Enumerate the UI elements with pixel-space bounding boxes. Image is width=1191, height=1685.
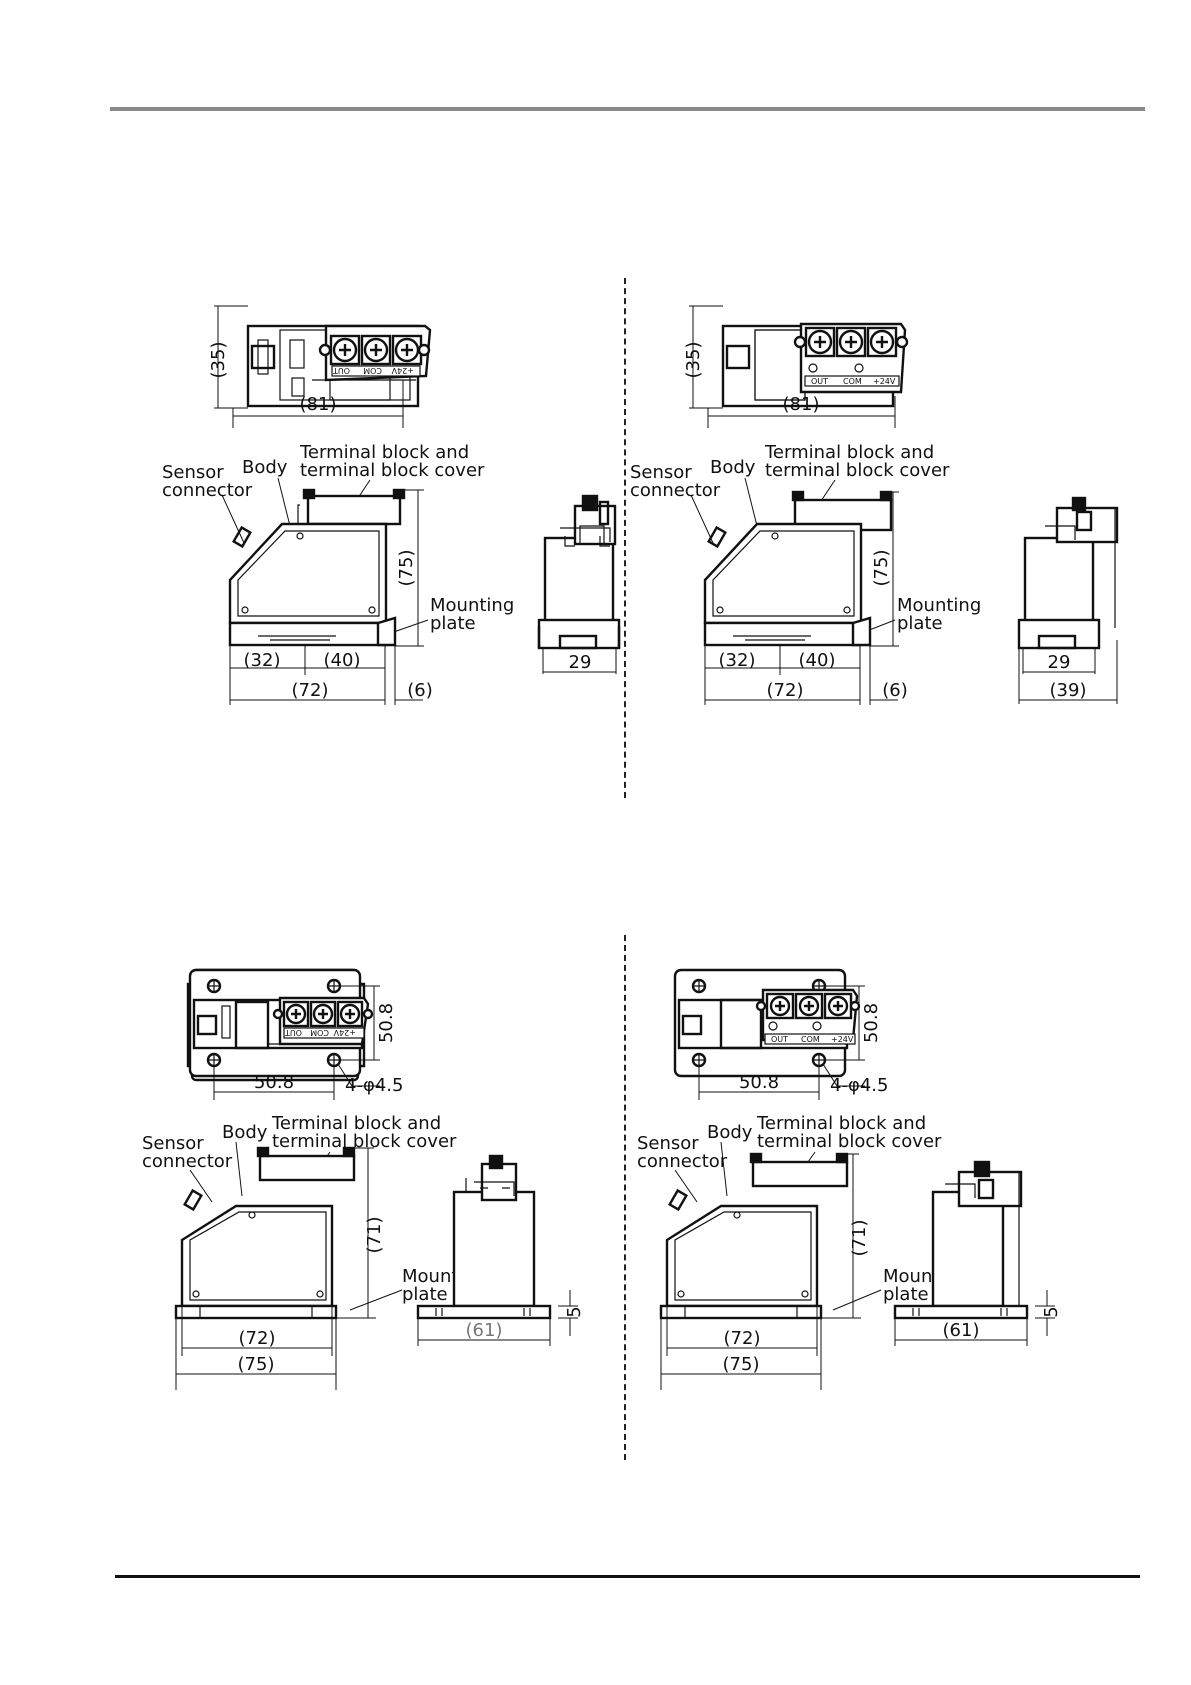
dim-side-plate: 5 [1041,1306,1062,1317]
dim-front-total: (75) [723,1354,760,1375]
side-view: 5 (61) [416,1154,585,1346]
label-terminal-1: Terminal block and [299,442,469,463]
header-rule [110,107,1145,111]
terminal-text-com: COM [843,377,862,386]
dim-top-height: (35) [208,342,229,379]
terminal-text-out: OUT [285,1028,302,1037]
label-terminal-2: terminal block cover [300,460,485,481]
label-body: Body [222,1122,268,1143]
dim-side-depth: 29 [1048,652,1071,673]
dim-front-right: (40) [799,650,836,671]
footer-rule [115,1575,1140,1578]
terminal-text-24v: +24V [831,1035,854,1044]
top-view: OUT COM +24V 50.8 50.8 4-φ4.5 [673,968,888,1100]
label-mounting: Mounting [897,595,981,616]
dim-front-height: (75) [396,550,417,587]
drawing-panel-mount-type-a: OUT COM +24V 50.8 50.8 4-φ4.5 Sensor con… [140,960,740,1520]
terminal-text-24v: +24V [333,1028,356,1037]
drawing-svg: OUT COM +24V (35) (81) Sensor connector … [162,305,621,705]
label-terminal-1: Terminal block and [271,1113,441,1134]
dim-top-holes: 4-φ4.5 [345,1075,403,1096]
terminal-text-out: OUT [771,1035,788,1044]
label-body: Body [707,1122,753,1143]
terminal-text-com: COM [801,1035,820,1044]
dim-front-left: (32) [719,650,756,671]
dim-front-right: (40) [324,650,361,671]
drawing-din-rail-type-b: OUT COM +24V (35) (81) Sensor connector … [625,300,1191,860]
terminal-text-out: OUT [811,377,828,386]
terminal-text-24v: +24V [873,377,896,386]
side-view: 29 [537,494,621,674]
dim-top-holes: 4-φ4.5 [830,1075,888,1096]
dim-side-plate: 5 [564,1306,585,1317]
label-connector: connector [630,480,721,501]
label-terminal-1: Terminal block and [756,1113,926,1134]
label-mounting: Mounting [430,595,514,616]
label-terminal-1: Terminal block and [764,442,934,463]
label-sensor: Sensor [630,462,692,483]
dim-top-width: 50.8 [739,1072,779,1093]
terminal-text-24v: +24V [391,366,414,375]
front-view: (75) (32) (40) (72) (6) [228,488,433,705]
label-plate: plate [883,1284,929,1305]
dim-side-total: (39) [1050,680,1087,701]
dim-front-height: (71) [849,1220,870,1257]
dim-top-height: 50.8 [376,1003,397,1043]
label-sensor: Sensor [637,1133,699,1154]
drawing-svg: OUT COM +24V (35) (81) Sensor connector … [630,305,1119,705]
dim-front-extra: (6) [407,680,433,701]
divider-lower [624,935,626,1460]
front-view: (71) (72) (75) [174,1146,385,1390]
label-terminal-2: terminal block cover [757,1131,942,1152]
terminal-text-out: OUT [333,366,350,375]
dim-top-width: (81) [300,394,337,415]
dim-front-inner: (72) [724,1328,761,1349]
label-plate: plate [402,1284,448,1305]
dim-front-total: (72) [767,680,804,701]
dim-top-height: (35) [683,342,704,379]
label-terminal-2: terminal block cover [272,1131,457,1152]
drawing-svg: OUT COM +24V 50.8 50.8 4-φ4.5 Sensor con… [142,968,585,1390]
label-sensor: Sensor [162,462,224,483]
label-connector: connector [162,480,253,501]
dim-front-extra: (6) [882,680,908,701]
dim-front-height: (75) [871,550,892,587]
dim-side-depth: 29 [569,652,592,673]
divider-upper [624,278,626,798]
dim-front-left: (32) [244,650,281,671]
dim-top-height: 50.8 [861,1003,882,1043]
terminal-text-com: COM [363,366,382,375]
label-connector: connector [142,1151,233,1172]
top-view: OUT COM +24V (35) (81) [208,305,432,428]
front-view: (71) (72) (75) [659,1152,870,1390]
drawing-svg: OUT COM +24V 50.8 50.8 4-φ4.5 Sensor con… [637,968,1062,1390]
dim-front-inner: (72) [239,1328,276,1349]
drawing-panel-mount-type-b: OUT COM +24V 50.8 50.8 4-φ4.5 Sensor con… [625,960,1191,1520]
front-view: (75) (32) (40) (72) (6) [703,490,908,705]
dim-top-width: (81) [783,394,820,415]
dim-front-height: (71) [364,1217,385,1254]
drawing-din-rail-type-a: OUT COM +24V (35) (81) Sensor connector … [150,300,750,860]
label-plate: plate [897,613,943,634]
label-sensor: Sensor [142,1133,204,1154]
side-view: 29 (39) [1017,496,1119,704]
terminal-text-com: COM [310,1028,329,1037]
top-view: OUT COM +24V (35) (81) [683,305,909,428]
dim-side-width: (61) [466,1320,503,1341]
label-connector: connector [637,1151,728,1172]
label-body: Body [242,457,288,478]
label-terminal-2: terminal block cover [765,460,950,481]
label-plate: plate [430,613,476,634]
dim-top-width: 50.8 [254,1072,294,1093]
dim-front-total: (75) [238,1354,275,1375]
side-view: 5 (61) [893,1160,1062,1346]
dim-side-width: (61) [943,1320,980,1341]
top-view: OUT COM +24V 50.8 50.8 4-φ4.5 [186,968,403,1100]
dim-front-total: (72) [292,680,329,701]
label-body: Body [710,457,756,478]
